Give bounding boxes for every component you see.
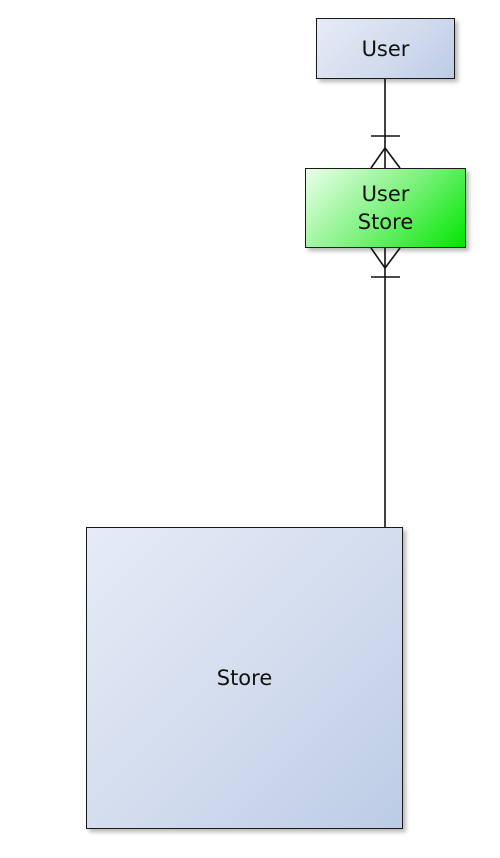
- entity-user-store-label-line1: User: [361, 182, 410, 206]
- entity-store[interactable]: Store: [86, 527, 403, 829]
- many-crowfoot-userstore-top: [370, 146, 401, 169]
- entity-store-label: Store: [216, 666, 273, 690]
- entity-user-store-label-line2: Store: [357, 210, 414, 234]
- entity-user[interactable]: User: [316, 18, 455, 79]
- entity-user-label: User: [361, 36, 410, 61]
- entity-user-store[interactable]: User Store: [305, 168, 466, 248]
- many-crowfoot-userstore-bottom: [370, 247, 401, 270]
